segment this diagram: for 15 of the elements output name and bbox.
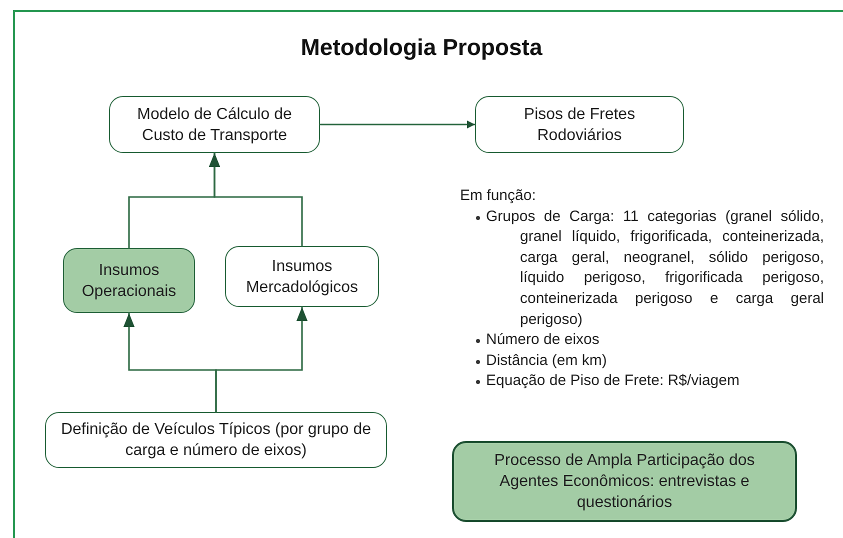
process-box: Modelo de Cálculo de Custo de Transporte bbox=[109, 96, 320, 153]
process-box: Pisos de Fretes Rodoviários bbox=[475, 96, 684, 153]
highlighted-process-box: Processo de Ampla Participação dos Agentes Econômicos: entrevistas e questionários bbox=[452, 441, 797, 522]
bullet-item: Equação de Piso de Frete: R$/viagem bbox=[486, 371, 824, 392]
highlighted-process-box: Insumos Operacionais bbox=[63, 248, 195, 313]
process-box: Definição de Veículos Típicos (por grupo de carga e número de eixos) bbox=[45, 412, 387, 468]
arrow bbox=[208, 153, 303, 246]
diagram-title: Metodologia Proposta bbox=[300, 34, 544, 61]
bullet-item: Distância (em km) bbox=[486, 350, 824, 372]
bullet-item: Número de eixos bbox=[486, 330, 824, 351]
list-heading: Em função: bbox=[460, 186, 537, 206]
arrow bbox=[320, 120, 475, 128]
process-box: Insumos Mercadológicos bbox=[225, 246, 379, 307]
arrow bbox=[215, 307, 308, 412]
bullet-item: Grupos de Carga: 11 categorias (granel sólido, granel líquido, frigorificada, conteinerizada, carga geral, neogranel, sólido perigoso, líquido perigoso, frigorificada perigoso, conteinerizada perigoso e carga geral perigoso) bbox=[486, 206, 824, 330]
